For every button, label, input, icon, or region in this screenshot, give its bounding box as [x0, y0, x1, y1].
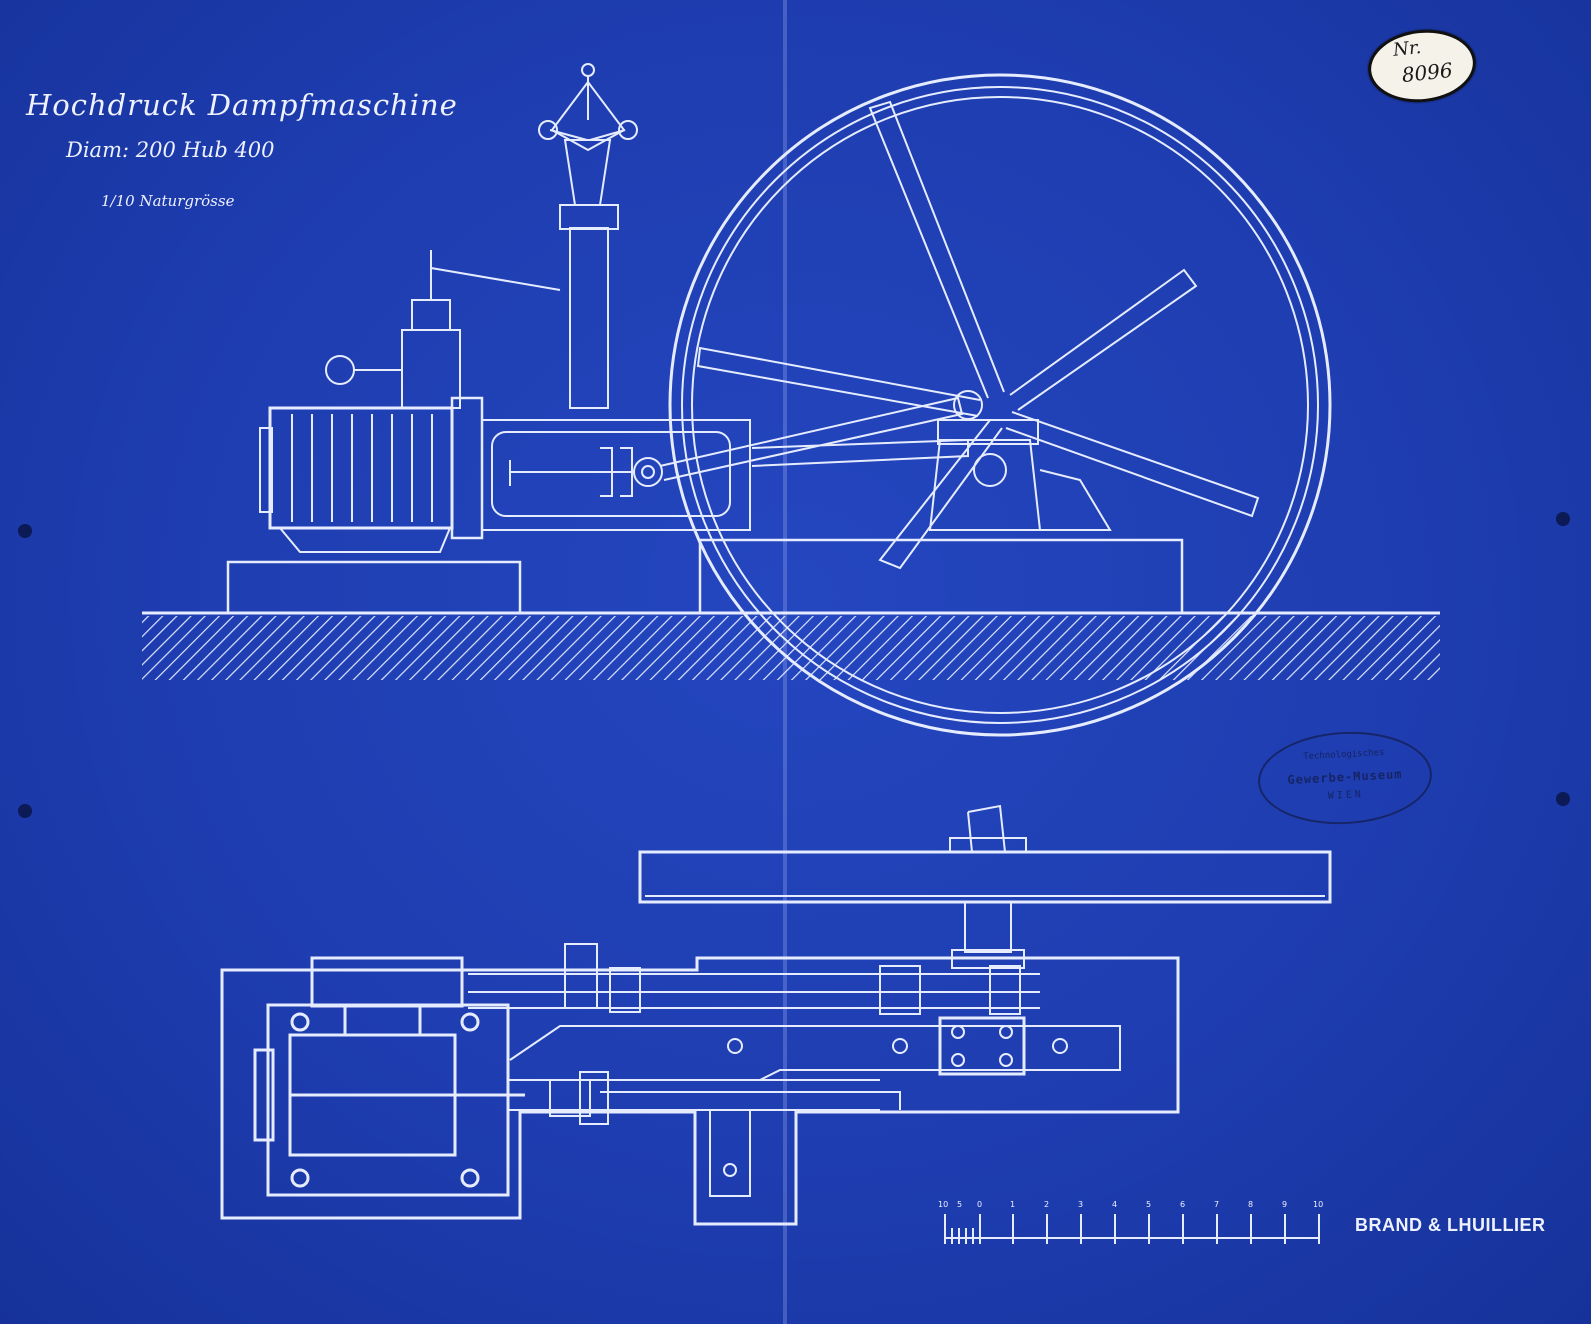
punch-hole: [1556, 512, 1570, 526]
main-bearing: [928, 419, 1112, 531]
flywheel-plan: [638, 850, 1332, 904]
cylinder-foundation: [226, 560, 522, 615]
piston-rod: [508, 1071, 901, 1125]
maker-name: BRAND & LHUILLIER: [1355, 1215, 1546, 1235]
scale-tick-label: 1: [1010, 1200, 1016, 1209]
scale-tick-label: 5: [1146, 1200, 1152, 1209]
drawing-title: Hochdruck Dampfmaschine: [26, 88, 458, 122]
stamp-line-3: WIEN: [1327, 789, 1365, 802]
governor: [538, 63, 638, 409]
inventory-label-prefix: Nr.: [1392, 37, 1423, 61]
valve-gear: [468, 943, 1040, 1015]
flywheel: [668, 73, 1332, 737]
flywheel-foundation: [698, 538, 1184, 615]
connecting-rod: [659, 390, 983, 481]
punch-hole: [18, 804, 32, 818]
scale-tick-label: 5: [957, 1200, 963, 1209]
scale-tick-label: 7: [1214, 1200, 1220, 1209]
scale-tick-label: 9: [1282, 1200, 1288, 1209]
bedplate: [220, 956, 1180, 1226]
side-elevation: [142, 63, 1440, 737]
inventory-label-number: 8096: [1400, 57, 1454, 88]
punch-hole: [18, 524, 32, 538]
scale-tick-label: 0: [977, 1200, 983, 1209]
scale-tick-label: 10: [938, 1200, 949, 1209]
plan-view: [220, 804, 1332, 1226]
scale-tick-label: 4: [1112, 1200, 1118, 1209]
scale-bar: [944, 1214, 1320, 1244]
crankshaft: [967, 804, 1006, 853]
scale-tick-label: 6: [1180, 1200, 1186, 1209]
scale-tick-label: 8: [1248, 1200, 1254, 1209]
engine-bed: [482, 419, 751, 531]
scale-note: 1/10 Naturgrösse: [101, 192, 235, 210]
cylinder-section: [253, 956, 525, 1197]
drawing-subtitle: Diam: 200 Hub 400: [66, 138, 275, 162]
stamp-line-2: Gewerbe-Museum: [1287, 766, 1403, 788]
steam-cylinder: [259, 396, 484, 553]
stamp-line-1: Technologisches: [1302, 747, 1385, 763]
crosshead-guide: [509, 1016, 1121, 1197]
punch-hole: [1556, 792, 1570, 806]
valve-chest: [325, 250, 561, 409]
scale-tick-label: 3: [1078, 1200, 1084, 1209]
scale-tick-label: 10: [1313, 1200, 1324, 1209]
scale-tick-label: 2: [1044, 1200, 1050, 1209]
